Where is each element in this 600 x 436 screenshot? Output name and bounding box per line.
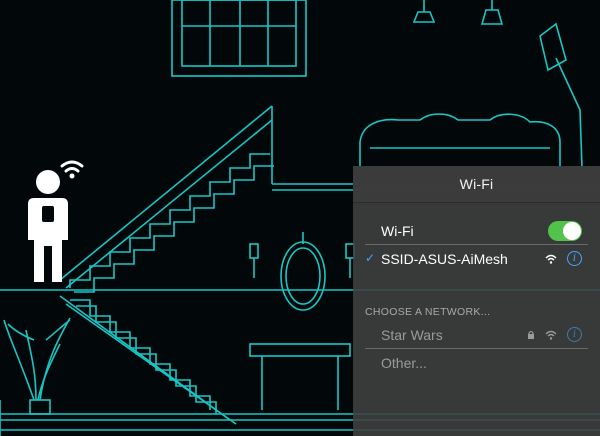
window-frame (171, 0, 307, 77)
wifi-toggle-switch[interactable] (548, 221, 582, 241)
other-network-label: Other... (381, 355, 427, 371)
wifi-toggle-row: Wi-Fi (353, 217, 600, 245)
wifi-strength-icon (545, 254, 557, 264)
connected-network-name: SSID-ASUS-AiMesh (381, 251, 508, 267)
other-network-row[interactable]: Other... (353, 349, 600, 377)
info-icon[interactable]: i (567, 251, 582, 266)
network-row-star-wars[interactable]: Star Wars i (353, 321, 600, 349)
connected-network-row[interactable]: ✓ SSID-ASUS-AiMesh i (353, 245, 600, 273)
choose-network-label: CHOOSE A NETWORK... (365, 306, 491, 318)
wifi-signal-icon (60, 160, 84, 173)
wifi-strength-icon (545, 330, 557, 340)
wifi-toggle-label: Wi-Fi (381, 223, 414, 239)
panel-title: Wi-Fi (353, 166, 600, 203)
person-with-phone-icon (28, 160, 84, 282)
network-name: Star Wars (381, 327, 443, 343)
toggle-knob (563, 222, 581, 240)
lock-icon (528, 330, 534, 339)
info-icon[interactable]: i (567, 327, 582, 342)
checkmark-icon: ✓ (365, 251, 376, 265)
wifi-settings-panel: Wi-Fi Wi-Fi ✓ SSID-ASUS-AiMesh i CHOOSE … (353, 166, 600, 436)
